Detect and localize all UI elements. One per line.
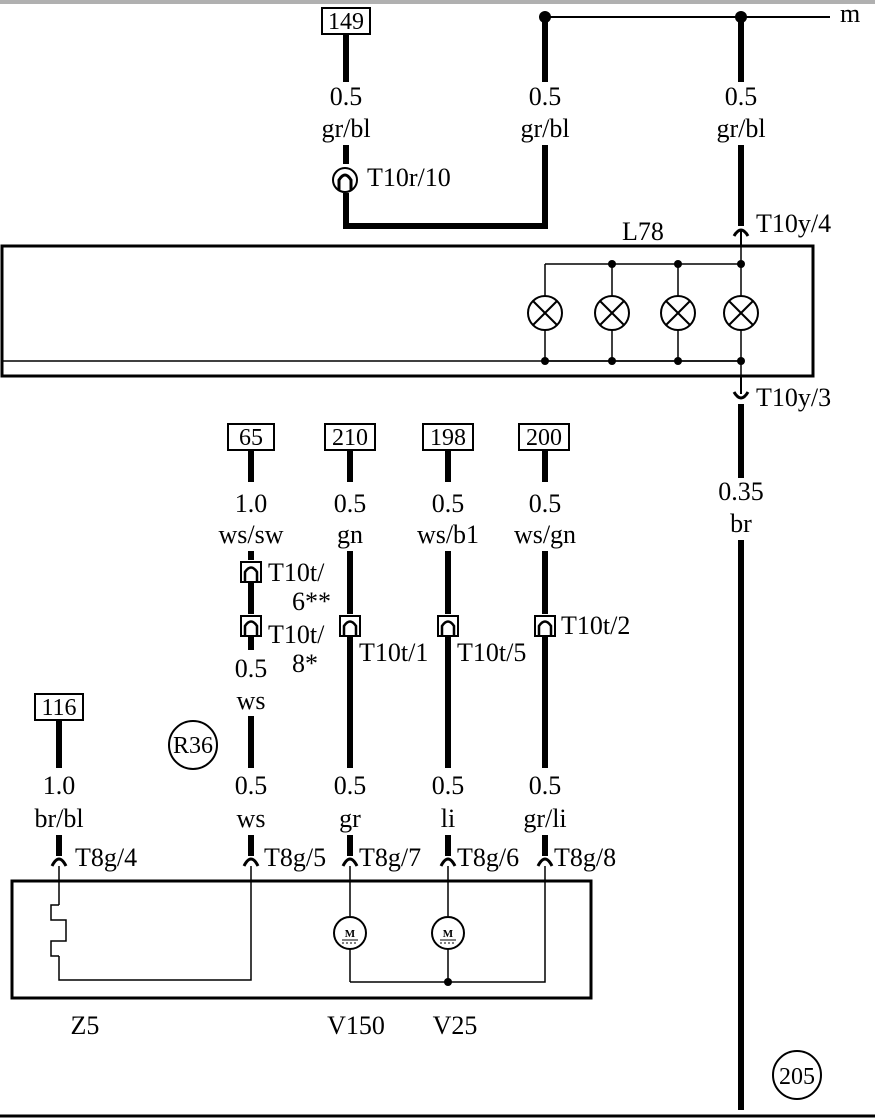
connector-pin-icon	[437, 615, 459, 637]
connector-t10t8-label-b: 8*	[292, 649, 318, 678]
connector-t8g4-label: T8g/4	[75, 843, 137, 872]
component-z5-v150-v25-box	[10, 879, 593, 1000]
junction-dot	[541, 357, 549, 365]
motor-icon: M	[333, 916, 367, 950]
ref-box-65: 65	[227, 423, 275, 451]
wire-210-top-color: gn	[337, 520, 363, 549]
lamp-icon	[723, 295, 759, 331]
junction-dot	[608, 260, 616, 268]
junction-dot	[608, 357, 616, 365]
connector-pin-icon	[439, 857, 457, 867]
connector-t10t6-label-a: T10t/	[268, 558, 325, 587]
svg-text:M: M	[345, 928, 356, 940]
connector-t10t2-label: T10t/2	[561, 611, 630, 640]
connector-pin-icon	[242, 857, 260, 867]
ref-box-200: 200	[518, 423, 570, 451]
connector-pin-icon	[341, 857, 359, 867]
connector-t10r10-label: T10r/10	[367, 163, 451, 192]
lamp-icon	[594, 264, 630, 361]
ref-box-116: 116	[34, 693, 84, 721]
connector-pin-icon	[240, 561, 262, 583]
connector-t10t8-label-a: T10t/	[268, 620, 325, 649]
wire-149-size: 0.5	[330, 82, 363, 111]
connector-pin-icon	[332, 167, 358, 193]
wire-200-bot-color: gr/li	[523, 804, 566, 833]
wire-200-bot-size: 0.5	[529, 771, 562, 800]
wire-65-mid-size: 0.5	[235, 654, 268, 683]
circle-ref-r36: R36	[168, 720, 218, 770]
connector-t10t1-label: T10t/1	[359, 638, 428, 667]
svg-text:65: 65	[239, 425, 263, 451]
connector-pin-icon	[732, 391, 750, 400]
wire-right-color: gr/bl	[716, 114, 765, 143]
wire-210-bot-color: gr	[339, 804, 361, 833]
connector-pin-icon	[534, 615, 556, 637]
connector-pin-icon	[536, 857, 554, 867]
ref-box-149: 149	[321, 7, 371, 35]
internal-wire	[58, 866, 252, 981]
internal-wire	[350, 866, 546, 983]
connector-t8g5-label: T8g/5	[264, 843, 326, 872]
connector-t10y3-label: T10y/3	[756, 383, 831, 412]
wire-149-color: gr/bl	[321, 114, 370, 143]
wire-200-top-color: ws/gn	[514, 520, 576, 549]
wire-210-top-size: 0.5	[334, 489, 367, 518]
svg-text:R36: R36	[173, 733, 213, 759]
wire-br-size: 0.35	[718, 477, 764, 506]
wire-116-color: br/bl	[34, 804, 83, 833]
wire-198-top-color: ws/b1	[417, 520, 479, 549]
component-l78-box	[0, 244, 815, 378]
wire-65-top-size: 1.0	[235, 489, 268, 518]
wire-mid-size: 0.5	[529, 82, 562, 111]
motor-icon: M	[431, 916, 465, 950]
junction-dot	[737, 260, 745, 268]
bus-label-m: m	[840, 0, 860, 28]
wire-198-bot-color: li	[441, 804, 455, 833]
wire-mid-color: gr/bl	[520, 114, 569, 143]
wire-br-color: br	[730, 509, 752, 538]
connector-pin-icon	[240, 615, 262, 637]
wire-65-top-color: ws/sw	[218, 520, 283, 549]
junction-dot	[674, 357, 682, 365]
wire-198-bot-size: 0.5	[432, 771, 465, 800]
lamp-icon	[527, 264, 563, 361]
ref-box-210: 210	[324, 423, 376, 451]
connector-t8g6-label: T8g/6	[457, 843, 519, 872]
component-z5-label: Z5	[71, 1011, 100, 1040]
wire-65-mid-color: ws	[237, 686, 266, 715]
svg-text:210: 210	[332, 425, 368, 451]
component-v150-label: V150	[327, 1011, 385, 1040]
svg-text:198: 198	[430, 425, 466, 451]
wire-65-bot-size: 0.5	[235, 771, 268, 800]
connector-t8g7-label: T8g/7	[359, 843, 421, 872]
junction-dot	[737, 357, 745, 365]
wire-right-size: 0.5	[725, 82, 758, 111]
wire-65-bot-color: ws	[237, 804, 266, 833]
heating-element-icon	[50, 904, 67, 957]
circle-ref-205: 205	[772, 1050, 822, 1100]
connector-pin-icon	[339, 615, 361, 637]
component-v25-label: V25	[433, 1011, 478, 1040]
wire-loop	[343, 145, 548, 229]
svg-text:149: 149	[328, 9, 364, 35]
connector-pin-icon	[50, 857, 68, 867]
wire-116-size: 1.0	[43, 771, 76, 800]
svg-text:205: 205	[779, 1064, 815, 1090]
junction-dot	[674, 260, 682, 268]
connector-t10y4-label: T10y/4	[756, 209, 831, 238]
svg-text:M: M	[443, 928, 454, 940]
svg-text:116: 116	[41, 695, 76, 721]
ref-box-198: 198	[422, 423, 474, 451]
component-l78-label: L78	[622, 217, 664, 246]
connector-t10t6-label-b: 6**	[292, 587, 331, 616]
wire-200-top-size: 0.5	[529, 489, 562, 518]
connector-t8g8-label: T8g/8	[554, 843, 616, 872]
wire-210-bot-size: 0.5	[334, 771, 367, 800]
connector-t10t5-label: T10t/5	[457, 638, 526, 667]
svg-text:200: 200	[526, 425, 562, 451]
lamp-icon	[660, 264, 696, 361]
junction-dot	[444, 978, 452, 986]
wire-198-top-size: 0.5	[432, 489, 465, 518]
